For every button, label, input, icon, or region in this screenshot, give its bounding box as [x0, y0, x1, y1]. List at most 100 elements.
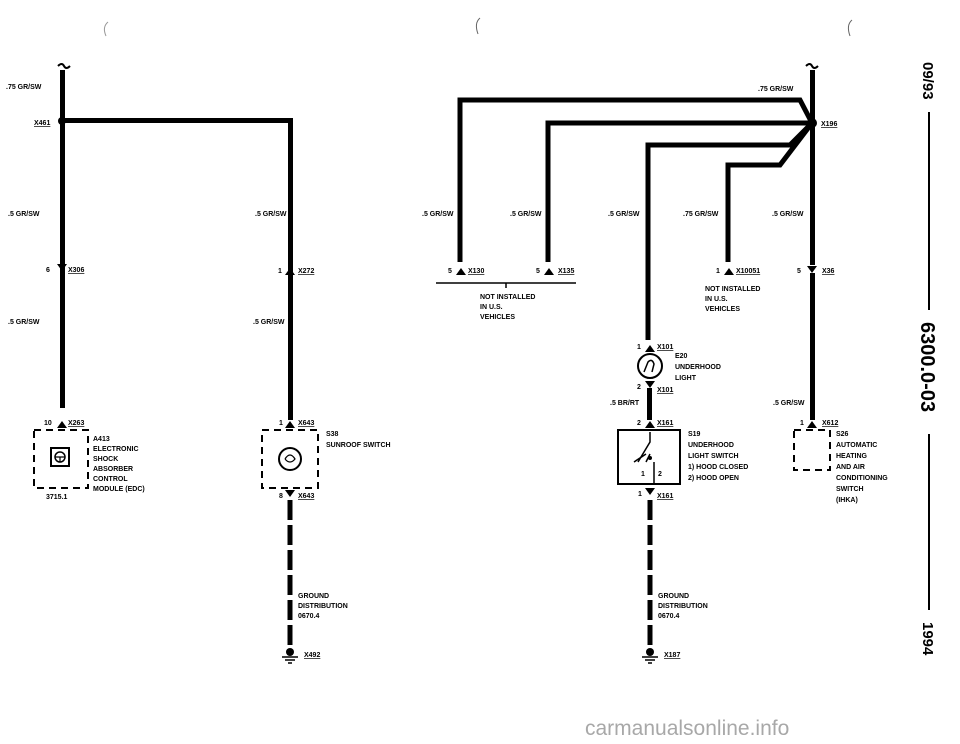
- connector-label: X612: [822, 420, 838, 427]
- switch-s38-outline: [261, 429, 319, 489]
- wire-left-top: [60, 70, 65, 120]
- connector-symbol: [724, 268, 734, 275]
- connector-label: X10051: [736, 268, 760, 275]
- component-line: MODULE (EDC): [93, 486, 145, 493]
- pin-label: 8: [279, 493, 283, 500]
- wire-label: .5 GR/SW: [8, 319, 40, 326]
- connector-label: X643: [298, 420, 314, 427]
- component-line: E20: [675, 353, 688, 360]
- scan-mark: [847, 19, 853, 37]
- right-circuit: .75 GR/SW X196 .5 GR/SW .5 GR/SW .5 GR/S…: [422, 63, 888, 664]
- component-line: (IHKA): [836, 497, 858, 504]
- wire-s26: [810, 273, 815, 420]
- component-ref: 3715.1: [46, 494, 68, 501]
- connector-symbol: [645, 488, 655, 495]
- connector-symbol: [285, 490, 295, 497]
- pin-label: 5: [448, 268, 452, 275]
- connector-label: X272: [298, 268, 314, 275]
- component-id: S38: [326, 431, 339, 438]
- component-line: SWITCH: [836, 486, 864, 493]
- connector-symbol: [807, 266, 817, 273]
- connector-symbol: [285, 268, 295, 275]
- ground-icon: [642, 656, 658, 664]
- connector-label: X643: [298, 493, 314, 500]
- switch-s19-outline: [617, 429, 681, 485]
- connector-label: X161: [657, 493, 673, 500]
- ground-line: DISTRIBUTION: [298, 603, 348, 610]
- wire-label: .75 GR/SW: [683, 211, 719, 218]
- splice-label: X196: [821, 121, 837, 128]
- wire-label: .5 GR/SW: [422, 211, 454, 218]
- wire-br-rt: [647, 388, 652, 420]
- lamp-filament-icon: [643, 359, 655, 373]
- component-line: ABSORBER: [93, 466, 133, 473]
- component-line: AND AIR: [836, 464, 865, 471]
- wire-label: .5 BR/RT: [610, 400, 640, 407]
- connector-symbol: [544, 268, 554, 275]
- pin-label: 1: [638, 491, 642, 498]
- pin-label: 10: [44, 420, 52, 427]
- wire-label: .75 GR/SW: [758, 86, 794, 93]
- sidebar-code: 6300.0-03: [916, 322, 938, 412]
- pin-label: 6: [46, 267, 50, 274]
- sidebar-rule: [928, 112, 930, 310]
- connector-symbol: [645, 381, 655, 388]
- connector-symbol: [645, 421, 655, 428]
- pin-label: 1: [641, 471, 645, 478]
- sidebar: 09/93 6300.0-03 1994: [916, 62, 938, 656]
- note-line: NOT INSTALLED: [480, 294, 535, 301]
- splice-label: X461: [34, 120, 50, 127]
- pin-label: 1: [279, 420, 283, 427]
- module-a413-icon: [50, 447, 70, 467]
- wire-label: .5 GR/SW: [772, 211, 804, 218]
- connector-symbol: [57, 264, 67, 271]
- switch-s38-symbol: [278, 447, 302, 471]
- connector-label: X101: [657, 344, 673, 351]
- pin-label: 2: [637, 420, 641, 427]
- ground-line: GROUND: [298, 593, 329, 600]
- component-line: SHOCK: [93, 456, 118, 463]
- connector-label: X263: [68, 420, 84, 427]
- wire-break-mark: [805, 63, 819, 69]
- ground-line: DISTRIBUTION: [658, 603, 708, 610]
- switch-s38-glyph: [284, 454, 296, 463]
- watermark: carmanualsonline.info: [585, 717, 789, 740]
- switch-s19-contact: [637, 432, 651, 463]
- ground-line: GROUND: [658, 593, 689, 600]
- ground-point: [286, 648, 294, 656]
- ground-icon: [282, 656, 298, 664]
- scan-mark: [475, 17, 481, 35]
- connector-symbol: [645, 345, 655, 352]
- ground-connector: X187: [664, 652, 680, 659]
- connector-symbol: [456, 268, 466, 275]
- connector-label: X101: [657, 387, 673, 394]
- connector-label: X306: [68, 267, 84, 274]
- wire-label: .5 GR/SW: [773, 400, 805, 407]
- note-line: IN U.S.: [480, 304, 503, 311]
- wire-label: .5 GR/SW: [255, 211, 287, 218]
- component-line: S19: [688, 431, 701, 438]
- ground-line: 0670.4: [658, 613, 680, 620]
- component-line: 1) HOOD CLOSED: [688, 464, 748, 471]
- scan-mark: [103, 21, 109, 37]
- module-a413-outline: [33, 429, 89, 489]
- sidebar-year: 1994: [919, 622, 936, 656]
- sidebar-date: 09/93: [919, 62, 936, 100]
- component-line: S26: [836, 431, 849, 438]
- ground-line: 0670.4: [298, 613, 320, 620]
- connector-label: X135: [558, 268, 574, 275]
- sidebar-rule: [928, 434, 930, 610]
- component-line: LIGHT: [675, 375, 697, 382]
- connector-label: X36: [822, 268, 835, 275]
- component-line: UNDERHOOD: [688, 442, 734, 449]
- wire-x135: [545, 120, 812, 262]
- component-line: UNDERHOOD: [675, 364, 721, 371]
- pin-label: 5: [797, 268, 801, 275]
- pin-label: 2: [658, 471, 662, 478]
- pin-label: 1: [637, 344, 641, 351]
- left-circuit: .75 GR/SW X461 .5 GR/SW .5 GR/SW 6 X306 …: [6, 63, 391, 664]
- wire-left-horizontal: [62, 118, 292, 123]
- pin-label: 1: [716, 268, 720, 275]
